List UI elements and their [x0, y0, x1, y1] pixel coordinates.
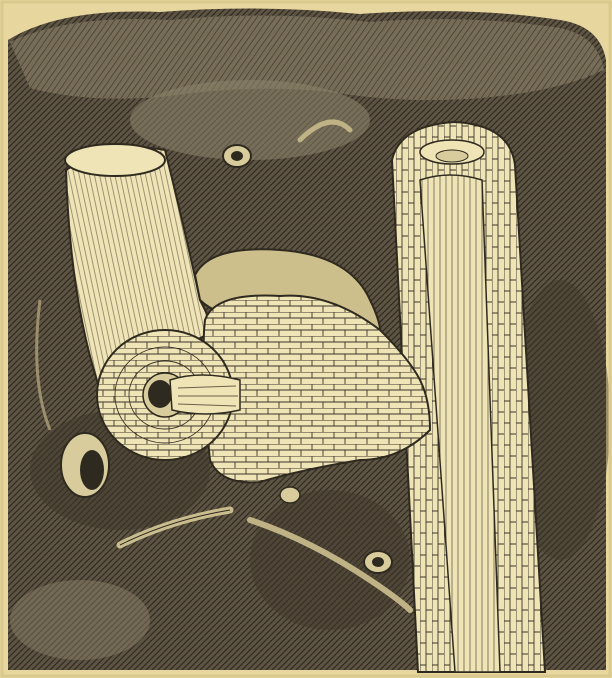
cut-root-end [364, 551, 392, 573]
haustorium-sucker [170, 375, 240, 414]
soil-highlight [10, 580, 150, 660]
cut-root-end [223, 145, 251, 167]
root-tip-core [436, 150, 468, 162]
cut-root-end [280, 487, 300, 503]
host-root-cut-face [65, 144, 165, 176]
cut-root-end [61, 433, 109, 497]
